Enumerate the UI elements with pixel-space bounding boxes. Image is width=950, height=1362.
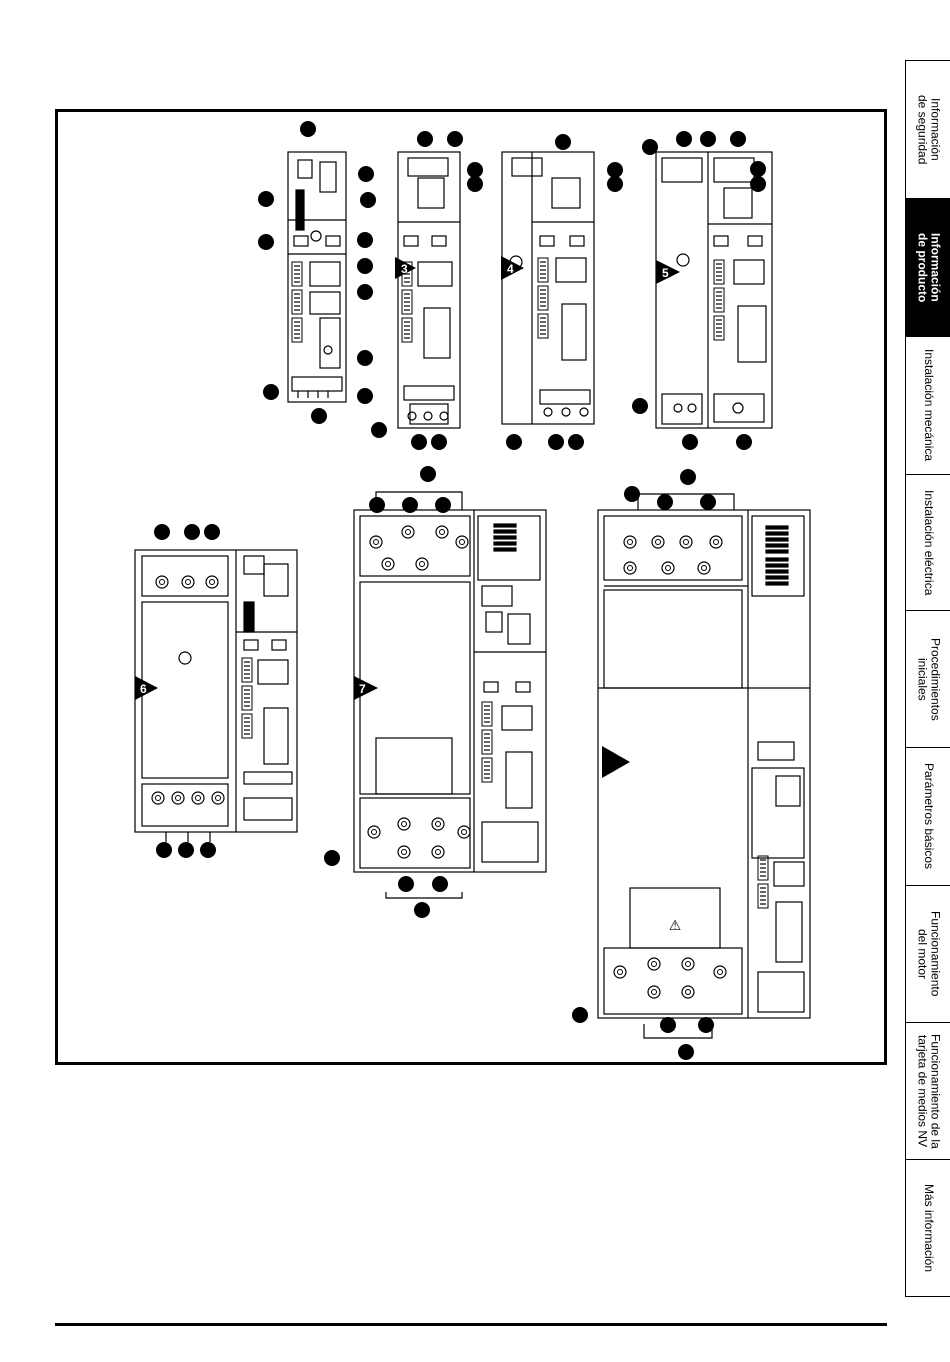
tab-label: Funcionamiento del motor bbox=[916, 911, 942, 996]
drive-size-7 bbox=[354, 510, 546, 872]
tab-instalacion-electrica[interactable]: Instalación eléctrica bbox=[906, 475, 950, 611]
tab-procedimientos-iniciales[interactable]: Procedimientos iniciales bbox=[906, 611, 950, 748]
tab-label: Información de seguridad bbox=[916, 95, 942, 164]
drive-size-8: ⚠ bbox=[598, 510, 810, 1018]
tab-label: Más información bbox=[922, 1184, 935, 1272]
drive-sizes-diagram: ⚠ bbox=[58, 112, 884, 1062]
tab-label: Procedimientos iniciales bbox=[916, 638, 942, 721]
svg-text:7: 7 bbox=[359, 682, 366, 696]
tab-label: Parámetros básicos bbox=[922, 763, 935, 869]
size-marker-8 bbox=[602, 746, 630, 778]
footer-rule bbox=[55, 1323, 887, 1326]
tab-label: Información de producto bbox=[916, 233, 942, 302]
size-marker-4: 4 bbox=[501, 256, 524, 280]
size-marker-3: 3 bbox=[395, 257, 416, 279]
drive-size-4 bbox=[502, 152, 594, 424]
svg-text:5: 5 bbox=[662, 266, 669, 280]
size-marker-7: 7 bbox=[354, 676, 378, 700]
drive-size-5 bbox=[656, 152, 772, 428]
tab-informacion-producto[interactable]: Información de producto bbox=[906, 199, 950, 337]
drive-size-2 bbox=[288, 152, 346, 402]
tab-funcionamiento-tarjeta-nv[interactable]: Funcionamiento de la tarjeta de medios N… bbox=[906, 1023, 950, 1160]
svg-text:6: 6 bbox=[140, 682, 147, 696]
tab-informacion-seguridad[interactable]: Información de seguridad bbox=[906, 61, 950, 199]
tab-parametros-basicos[interactable]: Parámetros básicos bbox=[906, 748, 950, 886]
svg-text:4: 4 bbox=[507, 262, 514, 276]
drive-size-6 bbox=[135, 550, 297, 832]
size-marker-5: 5 bbox=[656, 260, 680, 284]
chapter-tabs: Información de seguridad Información de … bbox=[905, 60, 950, 1297]
drive-size-3 bbox=[398, 152, 460, 428]
tab-label: Funcionamiento de la tarjeta de medios N… bbox=[916, 1034, 942, 1149]
tab-label: Instalación mecánica bbox=[922, 349, 935, 461]
figure-frame: ⚠ bbox=[55, 109, 887, 1065]
tab-instalacion-mecanica[interactable]: Instalación mecánica bbox=[906, 337, 950, 475]
svg-text:⚠: ⚠ bbox=[669, 917, 682, 933]
svg-text:3: 3 bbox=[401, 262, 408, 276]
tab-mas-informacion[interactable]: Más información bbox=[906, 1160, 950, 1296]
tab-funcionamiento-motor[interactable]: Funcionamiento del motor bbox=[906, 886, 950, 1023]
tab-label: Instalación eléctrica bbox=[922, 490, 935, 595]
size-marker-6: 6 bbox=[135, 676, 158, 700]
